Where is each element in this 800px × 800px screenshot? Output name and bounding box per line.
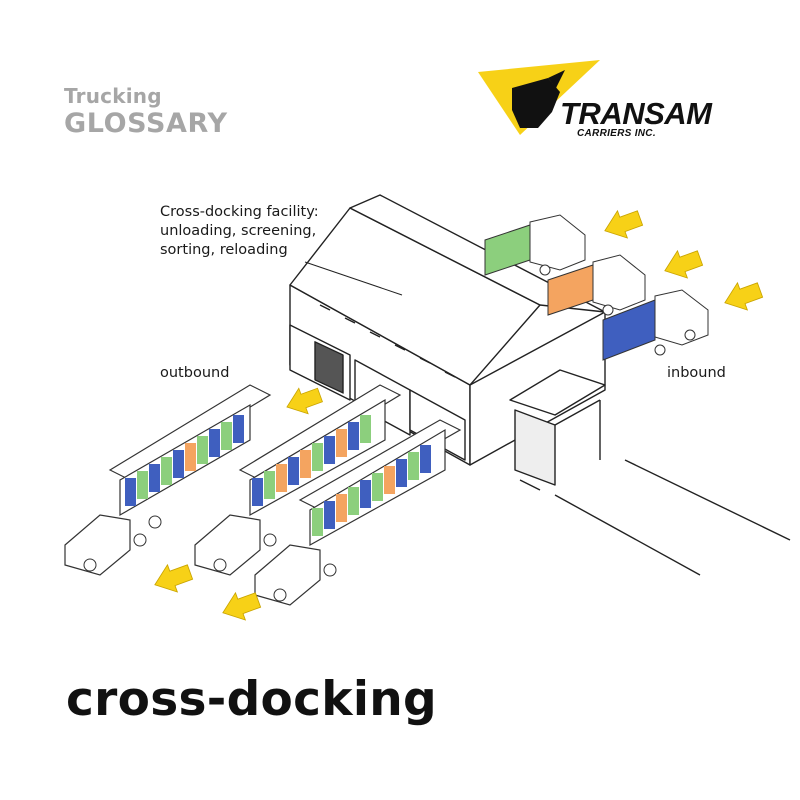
inbound-label: inbound (667, 365, 726, 381)
page-title: cross-docking (66, 672, 437, 727)
truck-icon (484, 214, 586, 276)
brand-name: TRANSAM (560, 96, 712, 131)
brand-subtitle: CARRIERS INC. (577, 128, 656, 139)
outbound-label: outbound (160, 365, 230, 381)
cargo-boxes (125, 415, 244, 506)
facility-line-1: Cross-docking facility: (160, 204, 319, 220)
facility-line-2: unloading, screening, (160, 223, 317, 239)
bull-logo-icon (512, 78, 560, 128)
facility-line-3: sorting, reloading (160, 242, 288, 258)
glossary-subtitle: Trucking (64, 84, 162, 108)
inbound-trucks (484, 214, 709, 361)
outbound-trucks (64, 384, 462, 606)
truck-icon (547, 254, 646, 316)
glossary-title: GLOSSARY (64, 108, 228, 139)
facility-annotation: Cross-docking facility: unloading, scree… (160, 203, 319, 260)
truck-icon (602, 289, 709, 361)
truck-icon (64, 384, 272, 576)
truck-icon (194, 384, 402, 576)
truck-icon (254, 419, 462, 606)
brand-logo (478, 60, 600, 135)
